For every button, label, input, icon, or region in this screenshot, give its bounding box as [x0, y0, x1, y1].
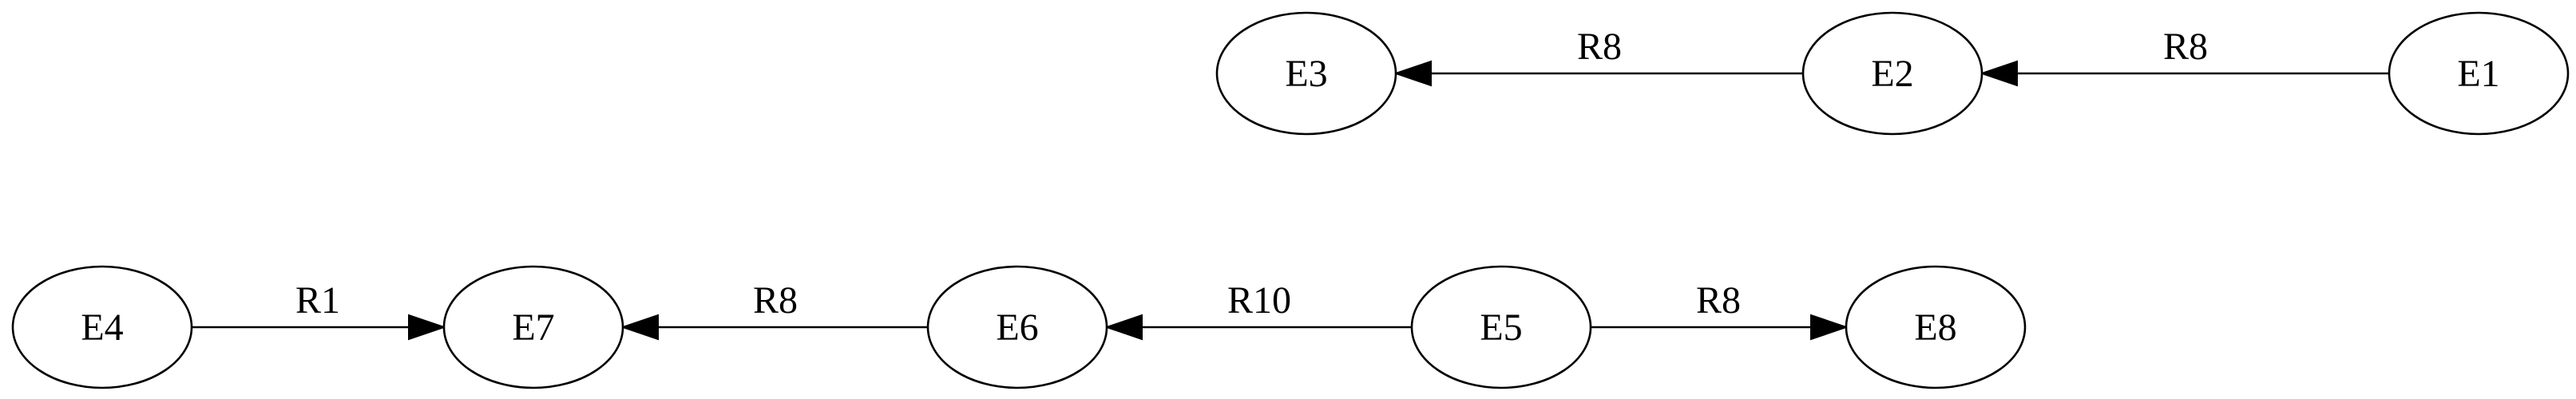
node-ellipse	[1845, 265, 2027, 389]
edge-e4-e7: R1	[192, 279, 447, 341]
node-label: E1	[2457, 53, 2499, 95]
node-label: E4	[81, 306, 123, 349]
arrowhead-icon	[1393, 60, 1432, 87]
edge-label: R8	[1696, 279, 1741, 322]
node-ellipse	[11, 265, 193, 389]
node-e2: E2	[1801, 11, 1984, 136]
edge-e6-e7: R8	[620, 279, 928, 341]
node-ellipse	[2388, 11, 2570, 136]
node-e5: E5	[1410, 265, 1592, 389]
node-label: E5	[1480, 306, 1522, 349]
arrowhead-icon	[620, 314, 659, 341]
edge-e5-e8: R8	[1591, 279, 1849, 341]
node-label: E8	[1914, 306, 1956, 349]
arrowhead-icon	[1979, 60, 2018, 87]
edge-e2-e3: R8	[1393, 26, 1803, 87]
node-label: E2	[1871, 53, 1913, 95]
node-e3: E3	[1215, 11, 1397, 136]
node-label: E3	[1285, 53, 1327, 95]
edge-label: R1	[295, 279, 340, 322]
node-ellipse	[1410, 265, 1592, 389]
node-e1: E1	[2388, 11, 2570, 136]
node-ellipse	[1801, 11, 1984, 136]
node-e4: E4	[11, 265, 193, 389]
node-e8: E8	[1845, 265, 2027, 389]
edge-label: R8	[2163, 26, 2208, 68]
edge-e1-e2: R8	[1979, 26, 2389, 87]
arrowhead-icon	[408, 314, 447, 341]
node-ellipse	[442, 265, 624, 389]
edge-label: R10	[1227, 279, 1291, 322]
node-label: E7	[512, 306, 554, 349]
edge-e5-e6: R10	[1104, 279, 1412, 341]
node-ellipse	[1215, 11, 1397, 136]
node-e7: E7	[442, 265, 624, 389]
arrowhead-icon	[1104, 314, 1143, 341]
node-e6: E6	[926, 265, 1108, 389]
edge-label: R8	[753, 279, 798, 322]
node-label: E6	[996, 306, 1038, 349]
arrowhead-icon	[1810, 314, 1849, 341]
edge-label: R8	[1577, 26, 1622, 68]
node-ellipse	[926, 265, 1108, 389]
